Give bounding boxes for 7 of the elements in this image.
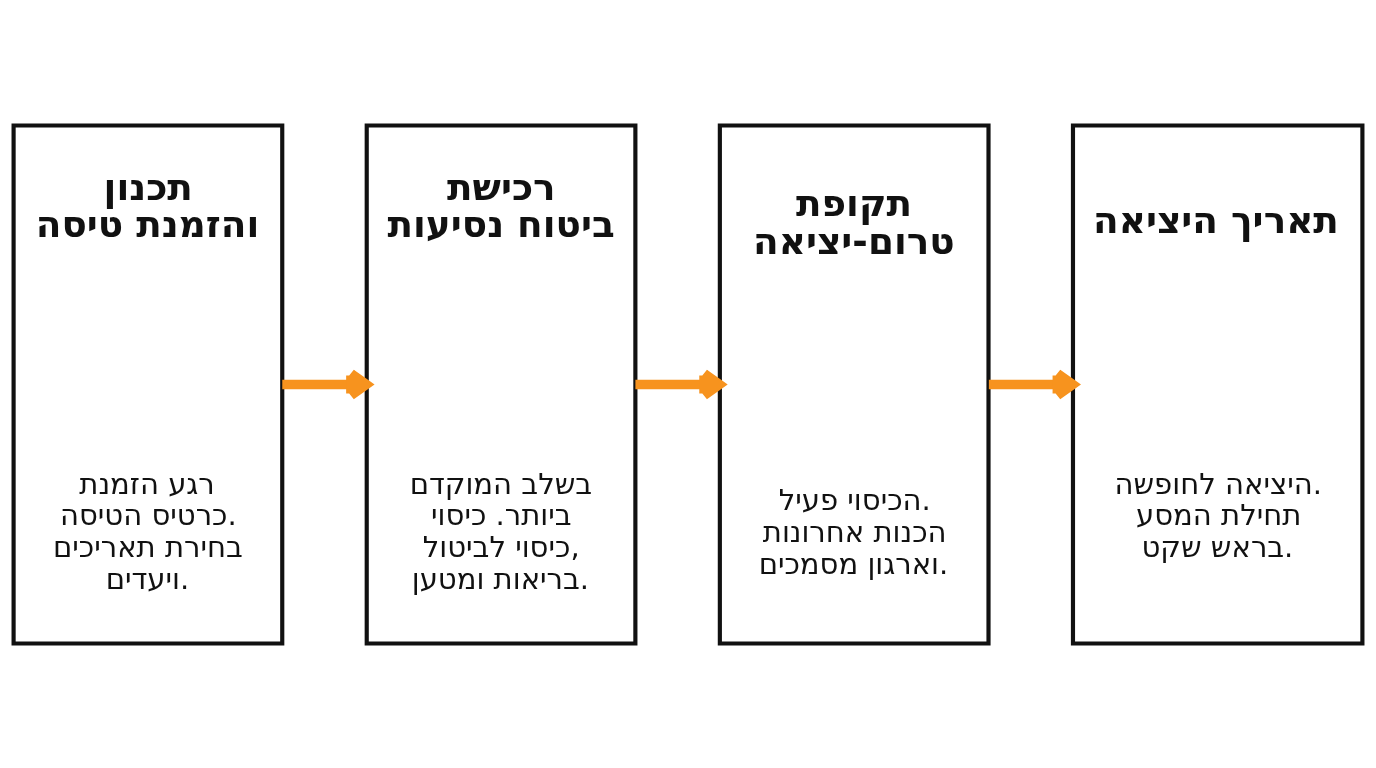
node-box: תכנון והזמנת טיסה רגע הזמנת כרטיס הטיסה. בחירת תאריכים ויעדים.: [11, 122, 285, 646]
arrow: [282, 368, 372, 400]
arrow: [635, 368, 725, 400]
arrow: [988, 368, 1078, 400]
node-box: תאריך היציאה היציאה לחופשה. תחילת המסע בראש שקט.: [1070, 122, 1365, 646]
node-box: תקופת טרום-יציאה הכיסוי פעיל. הכנות אחרונות וארגון מסמכים.: [717, 122, 991, 646]
node-box: רכישת ביטוח נסיעות בשלב המוקדם ביותר. כיסוי כיסוי לביטול, בריאות ומטען.: [364, 122, 638, 646]
